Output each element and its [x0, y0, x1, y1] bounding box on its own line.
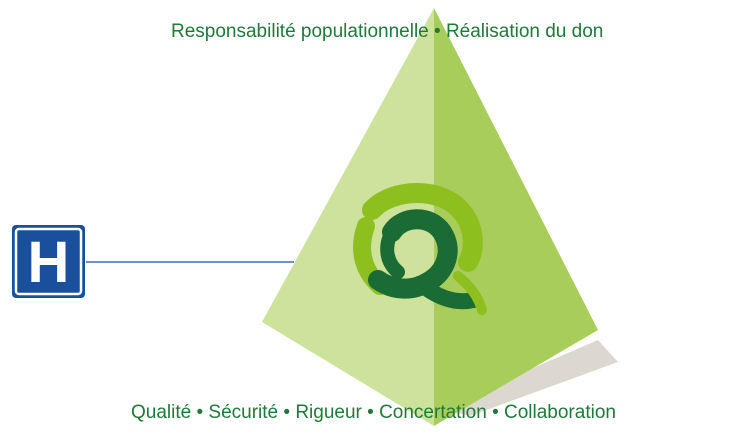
- pyramid-right-face: [434, 8, 598, 426]
- hospital-sign-icon: H: [12, 225, 85, 298]
- q-logo-icon: [353, 183, 487, 315]
- svg-text:H: H: [28, 230, 70, 295]
- pyramid-shadow: [440, 340, 618, 416]
- bottom-caption: Qualité • Sécurité • Rigueur • Concertat…: [131, 402, 616, 423]
- pyramid-left-face: [262, 8, 434, 426]
- top-caption: Responsabilité populationnelle • Réalisa…: [171, 21, 604, 42]
